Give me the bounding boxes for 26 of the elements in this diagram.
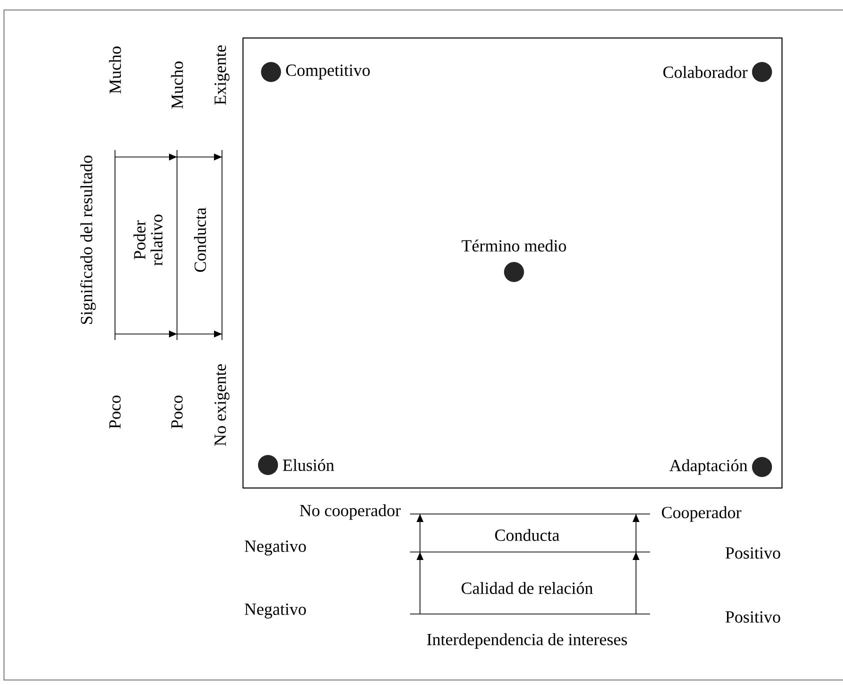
axis-label: Negativo	[244, 540, 306, 556]
axis-label: Interdependencia de intereses	[427, 633, 627, 649]
axis-label: Poder relativo	[134, 214, 162, 266]
axis-label: Conducta	[194, 208, 206, 272]
dot	[504, 262, 524, 282]
axis-label: Positivo	[726, 611, 780, 623]
dot	[261, 62, 281, 82]
axis-label: Calidad de relación	[462, 582, 593, 594]
axis-label: Conducta	[495, 529, 560, 541]
axis-label: Poco	[171, 396, 183, 428]
axis-label: Poco	[109, 396, 121, 428]
point-label: Elusión	[282, 459, 334, 471]
axis-label: Mucho	[171, 62, 183, 109]
axis-label: Negativo	[244, 604, 306, 618]
chart-frame	[242, 38, 782, 488]
dot	[752, 62, 772, 82]
axis-label: Mucho	[109, 46, 121, 94]
axis-label: No cooperador	[300, 504, 401, 520]
point-label: Competitivo	[286, 64, 370, 80]
dot	[752, 457, 772, 477]
axis-label: Positivo	[726, 547, 780, 559]
point-label: Término medio	[462, 240, 566, 252]
axis-label: Significado del resultado	[80, 156, 96, 324]
dot	[258, 455, 278, 475]
point-label: Colaborador	[663, 66, 748, 78]
point-label: Adaptación	[669, 459, 748, 475]
